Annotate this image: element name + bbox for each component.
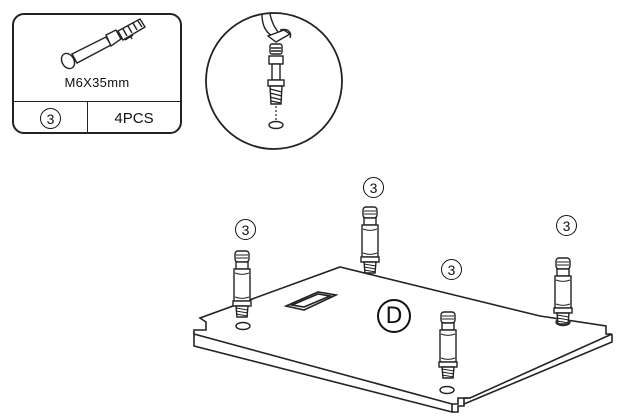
cam-bolt-icon xyxy=(232,250,252,318)
detail-circle xyxy=(205,12,343,150)
parts-table: M6X35mm 3 4PCS xyxy=(12,13,182,134)
callout-part-number: 3 xyxy=(363,177,384,198)
panel-label: D xyxy=(377,299,411,333)
cam-bolt-icon xyxy=(438,311,458,379)
cam-bolt-icon xyxy=(267,43,285,105)
part-spec-label: M6X35mm xyxy=(64,75,130,90)
callout-part-number: 3 xyxy=(441,259,462,280)
cam-bolt-icon xyxy=(360,206,380,274)
parts-table-row: 3 4PCS xyxy=(14,101,180,132)
part-id-cell: 3 xyxy=(14,102,88,132)
screwdriver-icon xyxy=(261,13,292,43)
part-quantity: 4PCS xyxy=(114,110,154,127)
part-id-badge: 3 xyxy=(40,108,61,129)
cam-bolt-icon xyxy=(60,18,146,70)
panel-d xyxy=(193,266,613,414)
callout-part-number: 3 xyxy=(556,215,577,236)
callout-part-number: 3 xyxy=(235,219,256,240)
cam-bolt-icon xyxy=(553,257,573,325)
